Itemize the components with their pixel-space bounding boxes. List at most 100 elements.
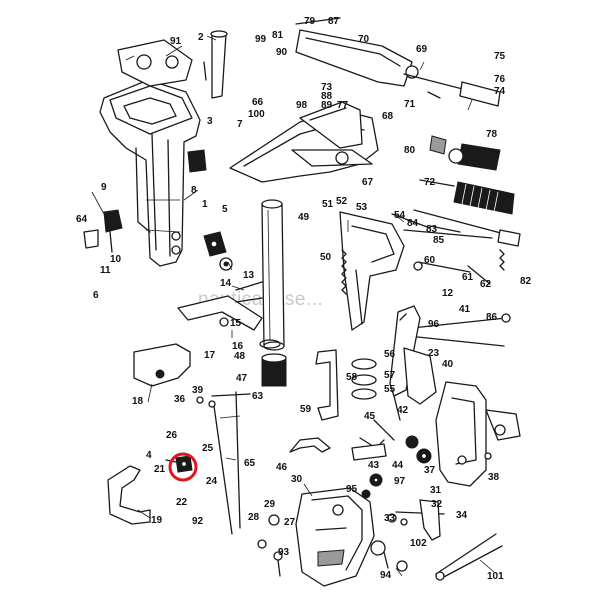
callout-76: 76 <box>494 74 506 85</box>
callout-4: 4 <box>146 450 152 461</box>
part-24-spring-clip <box>165 455 193 473</box>
callout-6: 6 <box>93 290 99 301</box>
callout-31: 31 <box>430 485 442 496</box>
stern-bracket-right <box>435 381 521 487</box>
cam-60-62 <box>413 261 491 285</box>
switch-5 <box>203 231 227 257</box>
callout-89: 89 <box>321 100 333 111</box>
callout-63: 63 <box>252 391 264 402</box>
callout-71: 71 <box>404 99 416 110</box>
callout-17: 17 <box>204 350 216 361</box>
callout-32: 32 <box>431 499 443 510</box>
callout-99: 99 <box>255 34 267 45</box>
callout-15: 15 <box>230 318 242 329</box>
callout-95: 95 <box>346 484 358 495</box>
callout-90: 90 <box>276 47 288 58</box>
callout-24: 24 <box>206 476 218 487</box>
callout-29: 29 <box>264 499 276 510</box>
clamp-rod <box>407 313 511 347</box>
callout-9: 9 <box>101 182 107 193</box>
stern-bracket-left <box>295 487 375 587</box>
callout-53: 53 <box>356 202 368 213</box>
exhaust-housing <box>99 79 201 267</box>
callout-27: 27 <box>284 517 296 528</box>
callout-60: 60 <box>424 255 436 266</box>
callout-75: 75 <box>494 51 506 62</box>
callout-42: 42 <box>397 405 409 416</box>
callout-102: 102 <box>410 538 427 549</box>
callout-85: 85 <box>433 235 445 246</box>
bushing <box>259 339 287 387</box>
callout-77: 77 <box>337 100 349 111</box>
callout-2: 2 <box>198 32 204 43</box>
highlight-circle <box>168 452 198 482</box>
callout-72: 72 <box>424 177 436 188</box>
water-tube <box>203 30 228 99</box>
callout-37: 37 <box>424 465 436 476</box>
callout-44: 44 <box>392 460 404 471</box>
rings-stack <box>351 358 377 400</box>
callout-100: 100 <box>248 109 265 120</box>
shift-rod <box>213 391 241 535</box>
switch-13 <box>219 257 233 271</box>
callout-97: 97 <box>394 476 406 487</box>
fitting-10 <box>103 209 123 253</box>
callout-61: 61 <box>462 272 474 283</box>
pin-42 <box>393 395 401 421</box>
callout-96: 96 <box>428 319 440 330</box>
callout-81: 81 <box>272 30 284 41</box>
callout-48: 48 <box>234 351 246 362</box>
callout-66: 66 <box>252 97 264 108</box>
tilt-lever <box>389 305 437 405</box>
clamp-knob <box>370 540 408 572</box>
callout-34: 34 <box>456 510 468 521</box>
callout-41: 41 <box>459 304 471 315</box>
callout-43: 43 <box>368 460 380 471</box>
callout-8: 8 <box>191 185 197 196</box>
callout-52: 52 <box>336 196 348 207</box>
fitting-64 <box>83 229 99 249</box>
swivel-bracket <box>229 101 379 183</box>
callout-49: 49 <box>298 212 310 223</box>
callout-51: 51 <box>322 199 334 210</box>
callout-70: 70 <box>358 34 370 45</box>
callout-57: 57 <box>384 370 396 381</box>
lever-arm <box>177 295 263 331</box>
callout-46: 46 <box>276 462 288 473</box>
callout-19: 19 <box>151 515 163 526</box>
throttle-grip <box>419 179 515 215</box>
callout-7: 7 <box>237 119 243 130</box>
callout-92: 92 <box>192 516 204 527</box>
washers-95-97 <box>361 473 383 499</box>
small-parts-28-29 <box>257 514 283 577</box>
swivel-assembly <box>339 211 493 331</box>
screws-36-39 <box>196 396 492 460</box>
callout-87: 87 <box>328 16 340 27</box>
bracket-bolt-set <box>387 499 445 541</box>
callout-56: 56 <box>384 349 396 360</box>
leader-lines <box>91 35 495 577</box>
callout-59: 59 <box>300 404 312 415</box>
callout-1: 1 <box>202 199 208 210</box>
callout-12: 12 <box>442 288 454 299</box>
tilt-lock-link <box>315 349 339 421</box>
callout-33: 33 <box>384 513 396 524</box>
callout-26: 26 <box>166 430 178 441</box>
callout-88: 88 <box>321 91 333 102</box>
callout-64: 64 <box>76 214 88 225</box>
callout-16: 16 <box>232 341 244 352</box>
callout-54: 54 <box>394 210 406 221</box>
callout-22: 22 <box>176 497 188 508</box>
callout-36: 36 <box>174 394 186 405</box>
callout-3: 3 <box>207 116 213 127</box>
callout-13: 13 <box>243 270 255 281</box>
callout-86: 86 <box>486 312 498 323</box>
callout-25: 25 <box>202 443 214 454</box>
callout-21: 21 <box>154 464 166 475</box>
callout-65: 65 <box>244 458 256 469</box>
reverse-lock-arm <box>289 437 387 461</box>
callout-62: 62 <box>480 279 492 290</box>
callout-labels: 1 2 3 4 5 6 7 8 9 10 11 12 13 14 15 16 1… <box>76 16 532 582</box>
rod-63 <box>211 393 251 397</box>
